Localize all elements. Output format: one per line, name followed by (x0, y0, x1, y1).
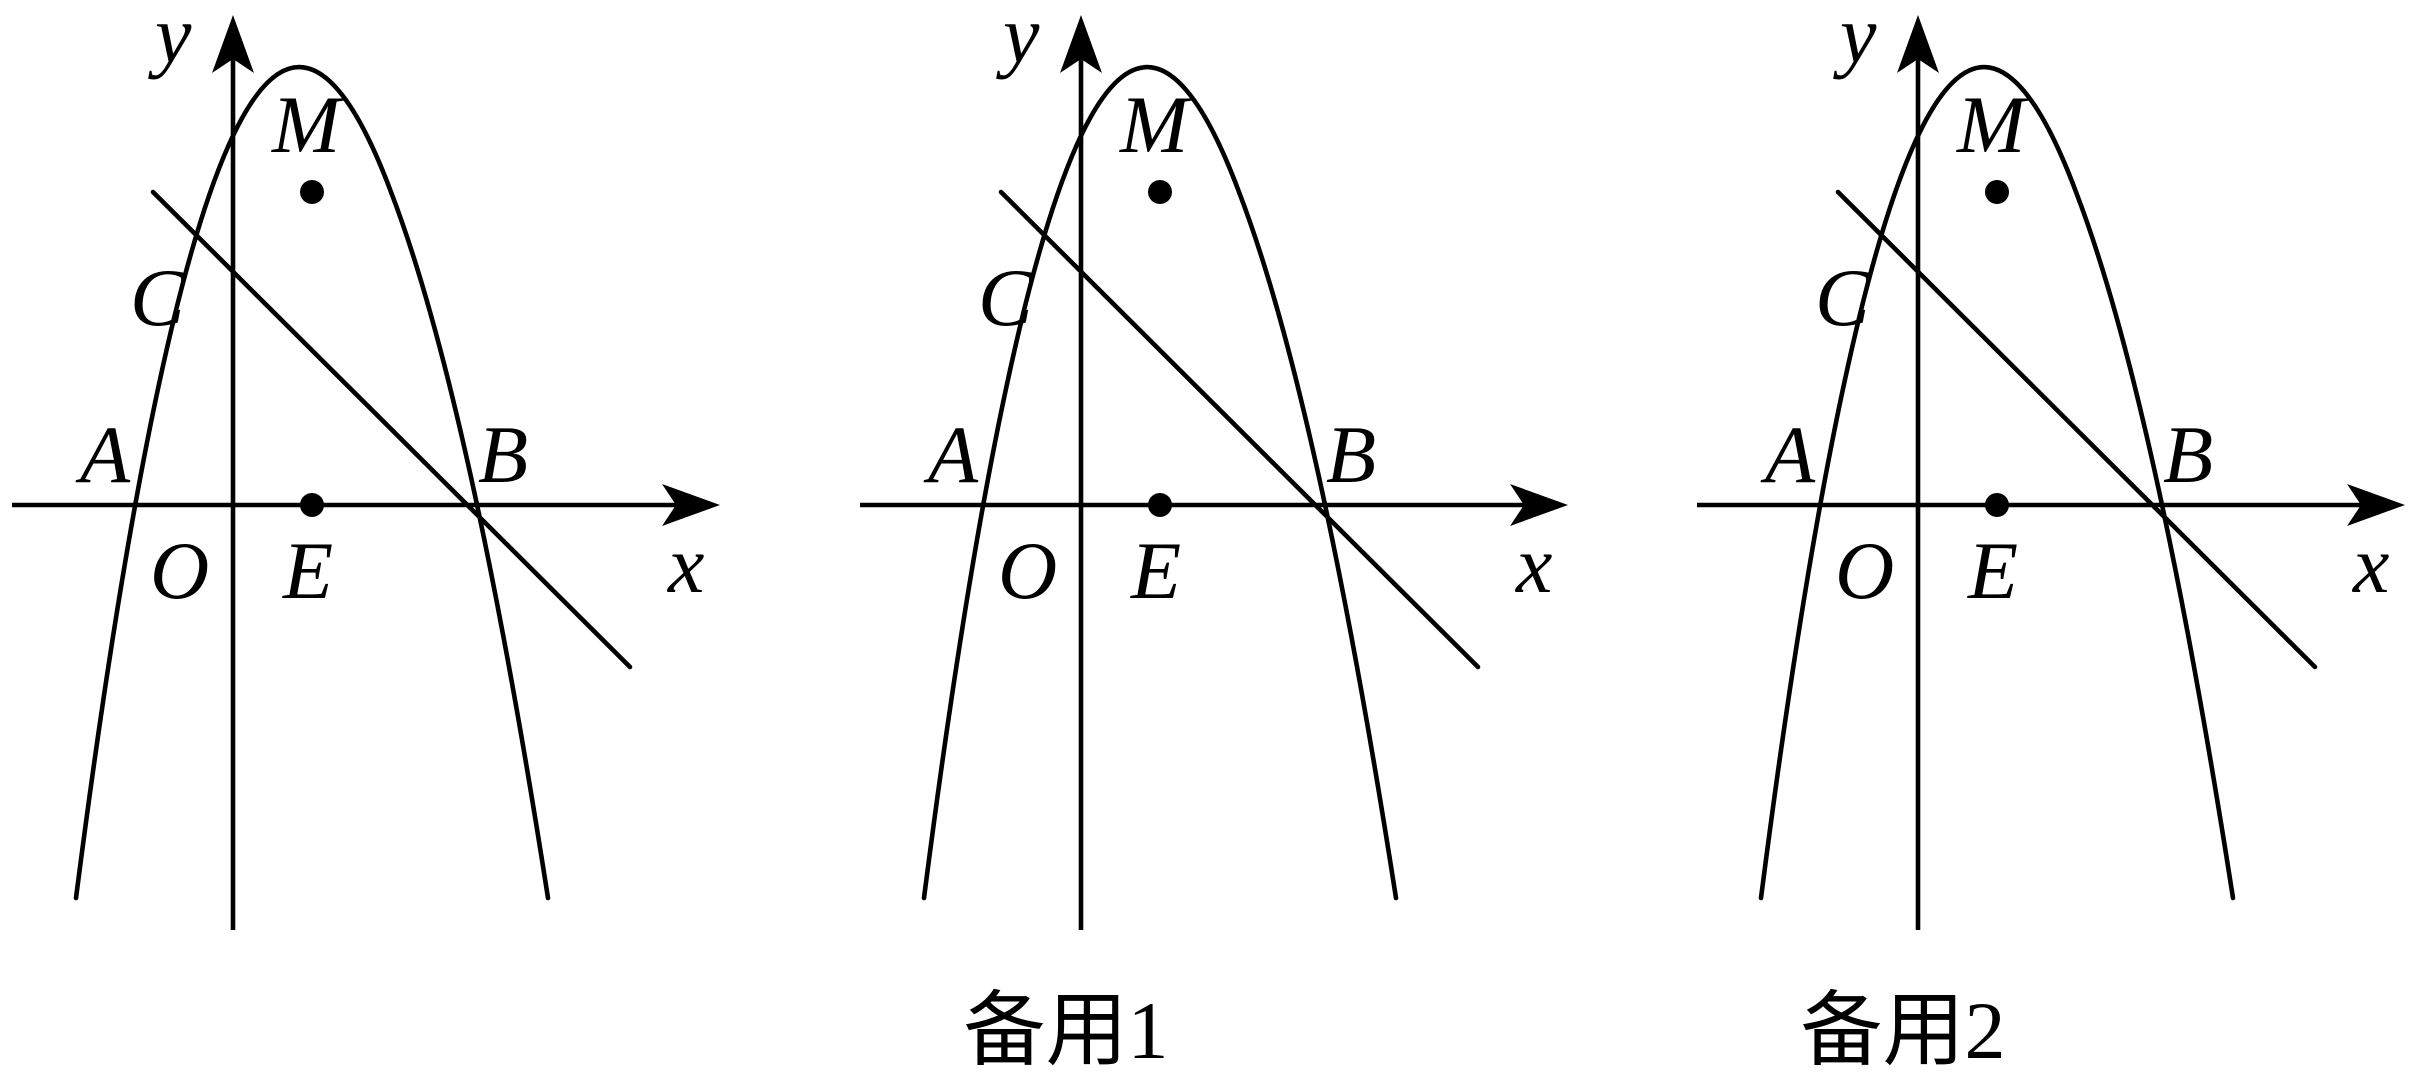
y-axis-label: y (996, 0, 1040, 80)
x-axis-label: x (667, 519, 704, 610)
point-e (1148, 493, 1172, 517)
y-axis-label: y (1833, 0, 1877, 80)
c-label: C (978, 252, 1034, 343)
parabola-curve (1758, 64, 2236, 901)
origin-label: O (150, 525, 209, 616)
a-label: A (923, 409, 979, 500)
y-axis-label: y (148, 0, 192, 80)
y-axis-arrow-icon (212, 15, 254, 73)
e-label: E (1130, 525, 1181, 616)
panel-caption: 备用1 (963, 985, 1168, 1076)
x-axis-arrow-icon (1510, 484, 1568, 526)
x-axis-label: x (2352, 519, 2389, 610)
a-label: A (1760, 409, 1816, 500)
line-bc (998, 189, 1481, 670)
line-bc (1835, 189, 2318, 670)
origin-label: O (998, 525, 1057, 616)
parabola-curve (73, 64, 551, 901)
c-label: C (130, 252, 186, 343)
e-label: E (1967, 525, 2018, 616)
c-label: C (1815, 252, 1871, 343)
point-e (300, 493, 324, 517)
panel-main: y M C A B O E x (12, 0, 720, 930)
panel-backup-1: y M C A B O E x 备用1 (860, 0, 1568, 1076)
panel-caption: 备用2 (1800, 985, 2005, 1076)
point-m (1985, 180, 2009, 204)
b-label: B (478, 409, 528, 500)
x-axis-label: x (1515, 519, 1552, 610)
y-axis-arrow-icon (1060, 15, 1102, 73)
parabola-curve (921, 64, 1399, 901)
panel-backup-2: y M C A B O E x 备用2 (1697, 0, 2405, 1076)
x-axis-arrow-icon (2347, 484, 2405, 526)
b-label: B (2163, 409, 2213, 500)
point-m (300, 180, 324, 204)
x-axis-arrow-icon (662, 484, 720, 526)
vertex-label: M (1956, 79, 2030, 170)
vertex-label: M (1119, 79, 1193, 170)
b-label: B (1326, 409, 1376, 500)
vertex-label: M (271, 79, 345, 170)
point-m (1148, 180, 1172, 204)
a-label: A (75, 409, 131, 500)
point-e (1985, 493, 2009, 517)
line-bc (150, 189, 633, 670)
y-axis-arrow-icon (1897, 15, 1939, 73)
e-label: E (282, 525, 333, 616)
origin-label: O (1835, 525, 1894, 616)
